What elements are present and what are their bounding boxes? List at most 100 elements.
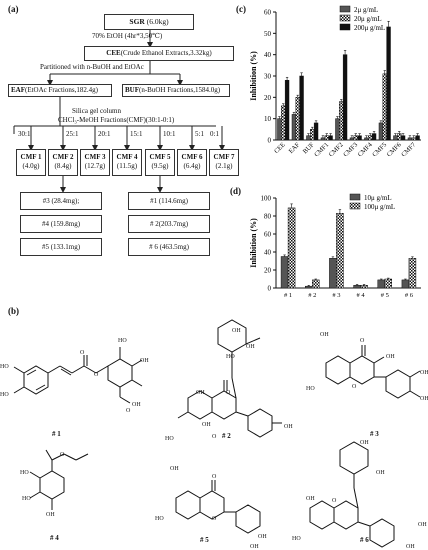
cmf-name: CMF 6	[181, 153, 203, 161]
x-tick-label: CMF6	[386, 141, 403, 158]
y-tick-label: 40	[264, 51, 272, 59]
compound-box: #5 (133.1mg)	[20, 238, 102, 256]
ratio-label: 15:1	[130, 130, 143, 138]
bar	[357, 135, 362, 141]
panel-label-a: (a)	[8, 4, 19, 14]
x-tick-label: CMF3	[342, 141, 359, 158]
y-axis-label: Inhibition (%)	[249, 218, 258, 268]
buf-name: BUF	[125, 86, 139, 94]
ratio-label: 20:1	[98, 130, 111, 138]
bar	[371, 133, 377, 141]
bar	[284, 80, 290, 141]
ratio-label: 25:1	[66, 130, 79, 138]
bar	[342, 54, 348, 141]
x-tick-label: # 5	[381, 292, 389, 299]
structure-2	[177, 319, 282, 438]
bar	[364, 137, 369, 141]
bar	[335, 118, 340, 141]
cmf-box: CMF 3(12.7g)	[80, 149, 110, 176]
bar	[401, 279, 410, 289]
sgr-box: SGR (6.0kg)	[104, 14, 194, 30]
bar	[411, 137, 416, 141]
cmf-name: CMF 5	[149, 153, 171, 161]
ratio-label: 0:1	[210, 130, 219, 138]
structure-label: # 5	[200, 536, 209, 544]
svg-text:HO: HO	[22, 496, 31, 502]
cee-box: CEE(Crude Ethanol Extracts,3.32kg)	[84, 46, 234, 61]
bar	[360, 285, 368, 289]
cmf-mass: (4.0g)	[22, 162, 40, 170]
svg-text:O: O	[212, 474, 217, 480]
panel-label-b: (b)	[8, 306, 19, 316]
svg-text:OH: OH	[170, 466, 179, 472]
buf-box: BUF(n-BuOH Fractions,1584.0g)	[122, 84, 230, 97]
bar	[320, 137, 326, 141]
bar	[368, 135, 373, 141]
y-tick-label: 20	[264, 267, 272, 275]
svg-text:OH: OH	[420, 370, 428, 376]
svg-text:OH: OH	[250, 544, 259, 550]
cmf-box: CMF 5(9.5g)	[145, 149, 175, 176]
panel-label-c: (c)	[236, 4, 246, 14]
svg-text:HO: HO	[165, 436, 174, 442]
bar	[281, 105, 286, 141]
y-tick-label: 10	[264, 115, 272, 123]
svg-text:OH: OH	[386, 354, 395, 360]
legend-swatch	[339, 14, 351, 22]
bar	[313, 122, 319, 141]
bar	[295, 97, 300, 141]
ratio-label: 30:1	[18, 130, 31, 138]
bar	[353, 285, 361, 289]
compound-box: #1 (114.6mg)	[128, 192, 210, 210]
x-tick-label: CMF7	[400, 141, 417, 158]
structure-3	[325, 345, 421, 399]
svg-text:O: O	[94, 372, 99, 378]
eaf-name: EAF	[11, 86, 25, 94]
bar	[280, 256, 289, 289]
svg-text:O: O	[332, 498, 337, 504]
bar	[408, 258, 417, 289]
compound-box: # 6 (463.5mg)	[128, 238, 210, 256]
x-tick-label: # 4	[357, 292, 366, 299]
svg-text:OH: OH	[406, 544, 415, 550]
cmf-name: CMF 2	[52, 153, 74, 161]
compound-yield: #1 (114.6mg)	[150, 197, 188, 205]
y-tick-label: 50	[264, 30, 272, 38]
y-tick-label: 100	[261, 195, 272, 203]
bar	[378, 122, 384, 141]
structure-label: # 6	[360, 536, 369, 544]
panel-label-d: (d)	[230, 186, 241, 196]
eaf-desc: (EtOAc Fractions,182.4g)	[25, 86, 98, 94]
cmf-box: CMF 2(8.4g)	[48, 149, 78, 176]
structure-4	[29, 449, 89, 510]
svg-text:OH: OH	[420, 396, 428, 402]
svg-text:HO: HO	[20, 470, 29, 476]
x-tick-label: CMF5	[371, 141, 388, 158]
svg-text:O: O	[360, 338, 365, 344]
legend-label: 2μ g/mL	[354, 6, 378, 14]
svg-text:OH: OH	[306, 496, 315, 502]
y-tick-label: 0	[268, 285, 272, 293]
x-tick-label: # 1	[284, 292, 292, 299]
svg-text:OH: OH	[320, 332, 329, 338]
y-tick-label: 30	[264, 73, 272, 81]
compound-box: #3 (28.4mg);	[20, 192, 102, 210]
compound-yield: # 6 (463.5mg)	[149, 243, 189, 251]
y-tick-label: 80	[264, 213, 272, 221]
svg-text:HO: HO	[292, 536, 301, 542]
svg-text:OH: OH	[360, 440, 369, 446]
bar	[306, 135, 311, 141]
bar	[377, 279, 385, 289]
svg-text:OH: OH	[232, 328, 241, 334]
compound-yield: #3 (28.4mg);	[42, 197, 80, 205]
x-tick-label: CMF4	[357, 141, 374, 158]
cmf-mass: (8.4g)	[54, 162, 72, 170]
chemical-structures: HO HO O O HO OH OH O OH OH HO OH OH O O OH OH	[0, 319, 428, 550]
svg-text:OH: OH	[202, 422, 211, 428]
bar	[305, 285, 313, 289]
svg-text:O: O	[212, 516, 217, 522]
svg-text:OH: OH	[258, 534, 267, 540]
x-tick-label: CMF2	[328, 141, 345, 158]
legend-swatch	[339, 23, 351, 31]
